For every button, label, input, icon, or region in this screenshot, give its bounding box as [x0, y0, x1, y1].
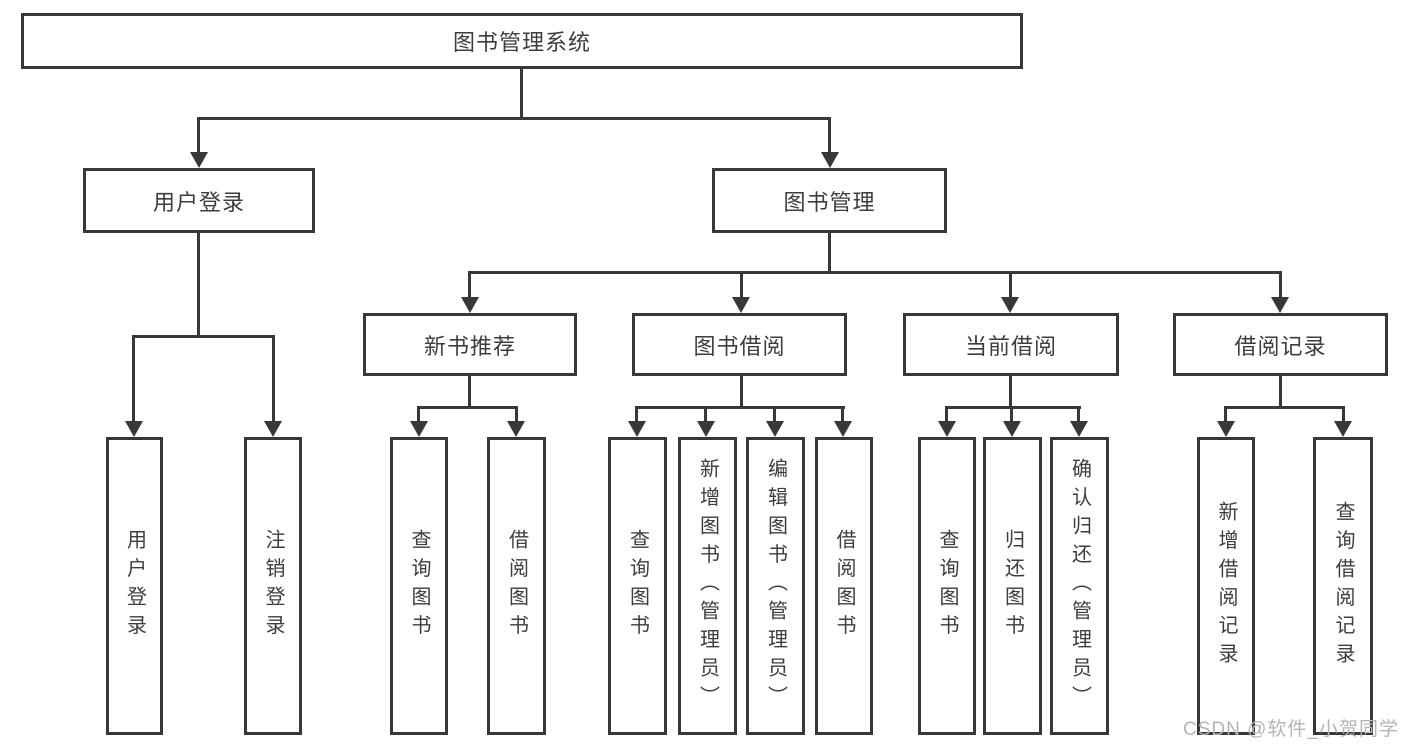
arrowhead-icon — [1001, 297, 1019, 313]
connector-segment — [468, 271, 471, 299]
node-user-login: 用户登录 — [83, 168, 315, 233]
leaf-add-borrow-record: 新增借阅记录 — [1197, 437, 1255, 735]
connector-segment — [740, 271, 743, 299]
leaf-user-login-label: 用户登录 — [123, 529, 146, 643]
arrowhead-icon — [1003, 421, 1021, 437]
connector-segment — [635, 406, 845, 409]
arrowhead-icon — [1070, 421, 1088, 437]
connector-segment — [945, 406, 948, 422]
arrowhead-icon — [628, 421, 646, 437]
leaf-logout-label: 注销登录 — [262, 529, 284, 643]
leaf-add-books-admin-label: 新增图书（管理员） — [696, 458, 719, 714]
arrowhead-icon — [125, 421, 143, 437]
arrowhead-icon — [834, 421, 852, 437]
connector-segment — [417, 406, 420, 422]
leaf-query-books-2: 查询图书 — [608, 437, 667, 735]
connector-segment — [1224, 406, 1227, 422]
arrowhead-icon — [264, 421, 282, 437]
connector-segment — [740, 373, 743, 409]
node-book-management-label: 图书管理 — [783, 189, 876, 215]
node-new-book-recommend: 新书推荐 — [363, 313, 577, 376]
connector-segment — [841, 406, 844, 422]
node-current-borrowing-label: 当前借阅 — [964, 333, 1057, 359]
connector-segment — [1224, 406, 1345, 409]
connector-segment — [945, 406, 1081, 409]
node-borrow-records-label: 借阅记录 — [1234, 333, 1327, 359]
leaf-query-books-1-label: 查询图书 — [408, 529, 430, 643]
node-book-management: 图书管理 — [712, 168, 947, 233]
arrowhead-icon — [938, 421, 956, 437]
connector-segment — [468, 271, 1282, 274]
connector-segment — [520, 66, 523, 118]
connector-segment — [132, 335, 135, 422]
connector-segment — [197, 117, 200, 153]
leaf-confirm-return-admin: 确认归还（管理员） — [1050, 437, 1109, 735]
leaf-borrow-books-2: 借阅图书 — [815, 437, 873, 735]
leaf-borrow-books-2-label: 借阅图书 — [833, 529, 855, 643]
node-book-borrowing-label: 图书借阅 — [693, 333, 786, 359]
arrowhead-icon — [410, 421, 428, 437]
node-new-book-recommend-label: 新书推荐 — [423, 333, 516, 359]
leaf-query-books-1: 查询图书 — [390, 437, 448, 735]
arrowhead-icon — [1334, 421, 1352, 437]
leaf-query-books-3-label: 查询图书 — [936, 529, 958, 643]
node-borrow-records: 借阅记录 — [1173, 313, 1388, 376]
arrowhead-icon — [697, 421, 715, 437]
node-book-borrowing: 图书借阅 — [632, 313, 847, 376]
connector-segment — [417, 406, 518, 409]
connector-segment — [704, 406, 707, 422]
connector-segment — [828, 117, 831, 153]
connector-segment — [1077, 406, 1080, 422]
arrowhead-icon — [1217, 421, 1235, 437]
connector-segment — [1279, 373, 1282, 409]
leaf-logout: 注销登录 — [244, 437, 302, 735]
leaf-borrow-books-1-label: 借阅图书 — [505, 529, 528, 643]
arrowhead-icon — [461, 297, 479, 313]
arrowhead-icon — [190, 152, 208, 168]
connector-segment — [515, 406, 518, 422]
leaf-user-login: 用户登录 — [106, 437, 163, 735]
leaf-edit-books-admin: 编辑图书（管理员） — [746, 437, 805, 735]
connector-segment — [197, 229, 200, 338]
arrowhead-icon — [507, 421, 525, 437]
connector-segment — [773, 406, 776, 422]
leaf-query-books-2-label: 查询图书 — [626, 529, 649, 643]
connector-segment — [197, 117, 831, 120]
leaf-add-borrow-record-label: 新增借阅记录 — [1215, 500, 1237, 672]
leaf-query-borrow-record-label: 查询借阅记录 — [1332, 500, 1354, 672]
connector-segment — [828, 229, 831, 274]
connector-segment — [468, 373, 471, 409]
leaf-query-books-3: 查询图书 — [918, 437, 976, 735]
connector-segment — [1009, 373, 1012, 409]
arrowhead-icon — [1271, 297, 1289, 313]
arrowhead-icon — [732, 297, 750, 313]
node-root-label: 图书管理系统 — [452, 30, 591, 55]
connector-segment — [1010, 406, 1013, 422]
leaf-add-books-admin: 新增图书（管理员） — [678, 437, 737, 735]
leaf-return-books: 归还图书 — [983, 437, 1042, 735]
leaf-borrow-books-1: 借阅图书 — [487, 437, 546, 735]
node-user-login-label: 用户登录 — [152, 189, 245, 215]
connector-segment — [272, 335, 275, 422]
connector-segment — [132, 335, 275, 338]
arrowhead-icon — [821, 152, 839, 168]
leaf-edit-books-admin-label: 编辑图书（管理员） — [764, 458, 787, 714]
node-root: 图书管理系统 — [21, 13, 1023, 69]
csdn-watermark: CSDN @软件_小贺同学 — [1183, 719, 1399, 740]
connector-segment — [635, 406, 638, 422]
leaf-return-books-label: 归还图书 — [1001, 529, 1024, 643]
connector-segment — [1342, 406, 1345, 422]
leaf-confirm-return-admin-label: 确认归还（管理员） — [1068, 458, 1091, 714]
node-current-borrowing: 当前借阅 — [903, 313, 1119, 376]
connector-segment — [1279, 271, 1282, 299]
arrowhead-icon — [766, 421, 784, 437]
connector-segment — [1009, 271, 1012, 299]
leaf-query-borrow-record: 查询借阅记录 — [1313, 437, 1373, 735]
